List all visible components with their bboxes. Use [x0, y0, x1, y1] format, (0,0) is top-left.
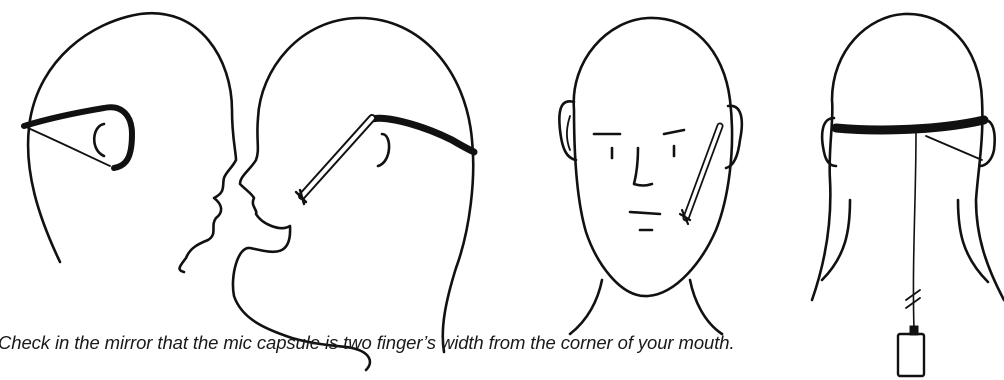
ear-left-inner [567, 116, 570, 150]
head-side-view-back [24, 13, 236, 272]
ear-inner-c [94, 124, 104, 156]
fitting-instruction-caption: Check in the mirror that the mic capsule… [0, 332, 878, 354]
mic-boom-inner [302, 118, 372, 196]
head-outline [233, 18, 473, 370]
mouth [630, 212, 660, 214]
ear-hook [28, 128, 110, 166]
head-back-view-with-cable [812, 14, 1004, 376]
beltpack-connector [910, 326, 918, 335]
nose [634, 148, 652, 186]
ear-right [726, 106, 742, 168]
mic-boom-inner [686, 126, 720, 218]
head-front-view-with-mic [559, 18, 741, 334]
head-band [836, 120, 984, 130]
eyebrow-right [664, 130, 684, 134]
neck-left [570, 280, 602, 334]
head-side-view-front-with-mic [233, 18, 474, 370]
neck-right [690, 280, 722, 334]
ear-hook [926, 136, 982, 160]
ear-loop-band [24, 107, 132, 168]
ear-inner-j [378, 134, 389, 166]
neck-right [958, 200, 988, 282]
beltpack-transmitter [898, 334, 924, 376]
